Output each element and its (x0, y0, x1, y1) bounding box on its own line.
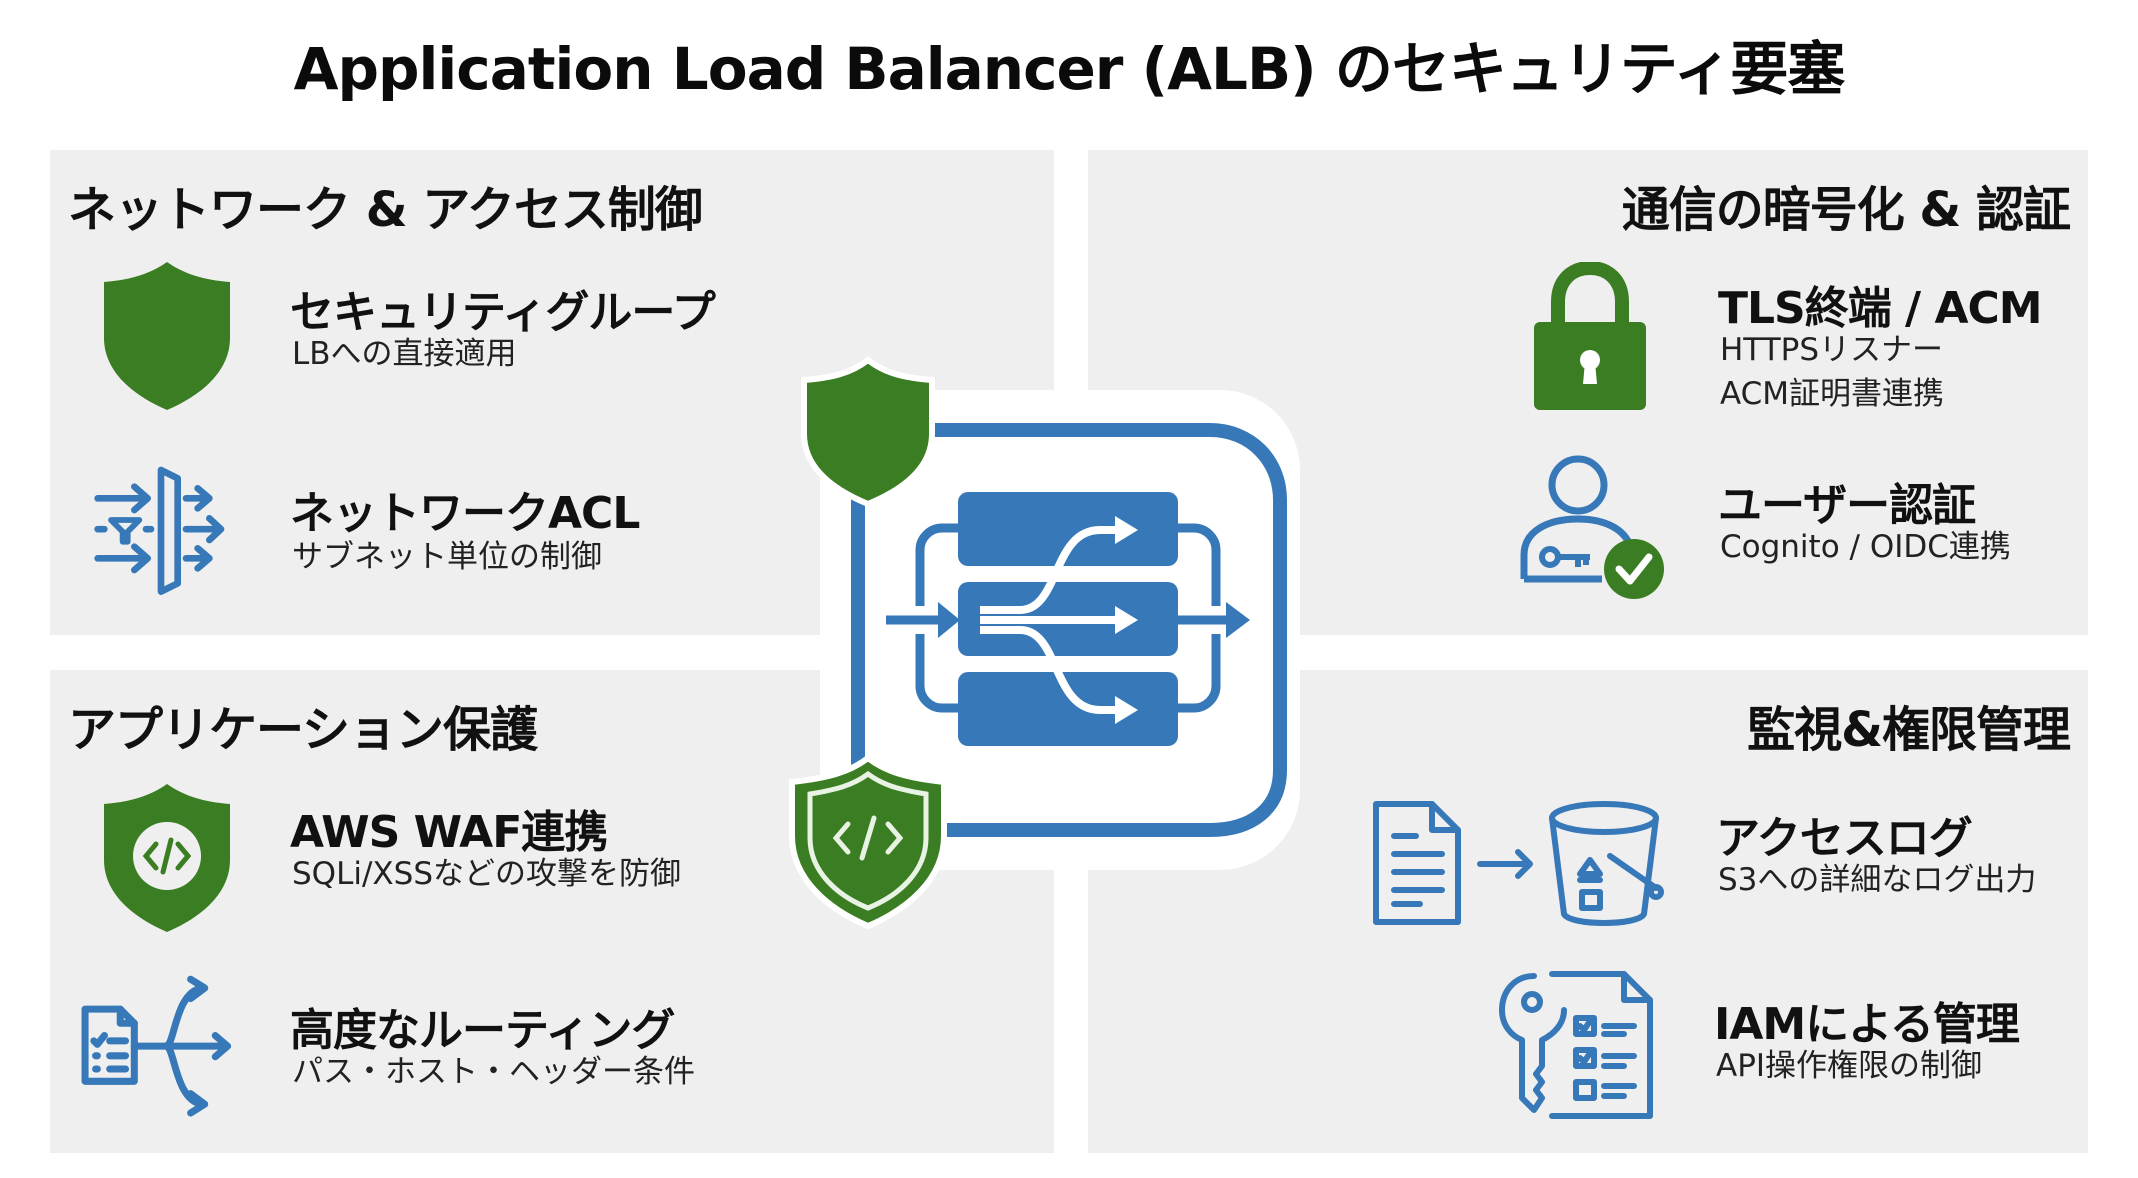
waf-badge-icon (789, 754, 947, 930)
item-label: AWS WAF連携 (290, 807, 608, 858)
section-title: 通信の暗号化 & 認証 (1621, 182, 2071, 238)
section-title: 監視&権限管理 (1747, 702, 2071, 758)
network-filter-icon (86, 455, 256, 605)
log-to-bucket-icon (1370, 800, 1680, 930)
user-key-check-icon (1516, 455, 1676, 605)
security-group-badge-icon (801, 356, 935, 508)
item-label: ユーザー認証 (1718, 480, 1976, 531)
item-label: 高度なルーティング (290, 1005, 675, 1056)
section-title: アプリケーション保護 (68, 702, 538, 758)
page-title: Application Load Balancer (ALB) のセキュリティ要… (293, 35, 1846, 103)
lock-icon (1528, 262, 1652, 412)
item-label: セキュリティグループ (290, 287, 716, 338)
item-description: LBへの直接適用 (292, 336, 517, 372)
item-description: パス・ホスト・ヘッダー条件 (292, 1054, 695, 1090)
shield-icon (100, 260, 234, 412)
section-title: ネットワーク & アクセス制御 (68, 182, 703, 238)
shield-code-icon (100, 782, 234, 934)
load-balancer-icon (958, 492, 1178, 746)
item-description: サブネット単位の制御 (292, 539, 602, 575)
item-label: TLS終端 / ACM (1718, 283, 2043, 334)
item-description: API操作権限の制御 (1716, 1048, 1983, 1084)
item-label: ネットワークACL (290, 488, 640, 539)
load-balancer-graphic (770, 350, 1310, 950)
item-description: Cognito / OIDC連携 (1720, 529, 2011, 565)
document-routing-icon (78, 972, 254, 1122)
item-description-line1: HTTPSリスナー (1720, 332, 1944, 368)
item-label: アクセスログ (1716, 813, 1973, 864)
item-description: S3への詳細なログ出力 (1718, 862, 2037, 898)
item-description-line2: ACM証明書連携 (1720, 376, 1945, 412)
item-label: IAMによる管理 (1714, 999, 2020, 1050)
item-description: SQLi/XSSなどの攻撃を防御 (292, 856, 681, 892)
key-policy-icon (1498, 970, 1668, 1120)
